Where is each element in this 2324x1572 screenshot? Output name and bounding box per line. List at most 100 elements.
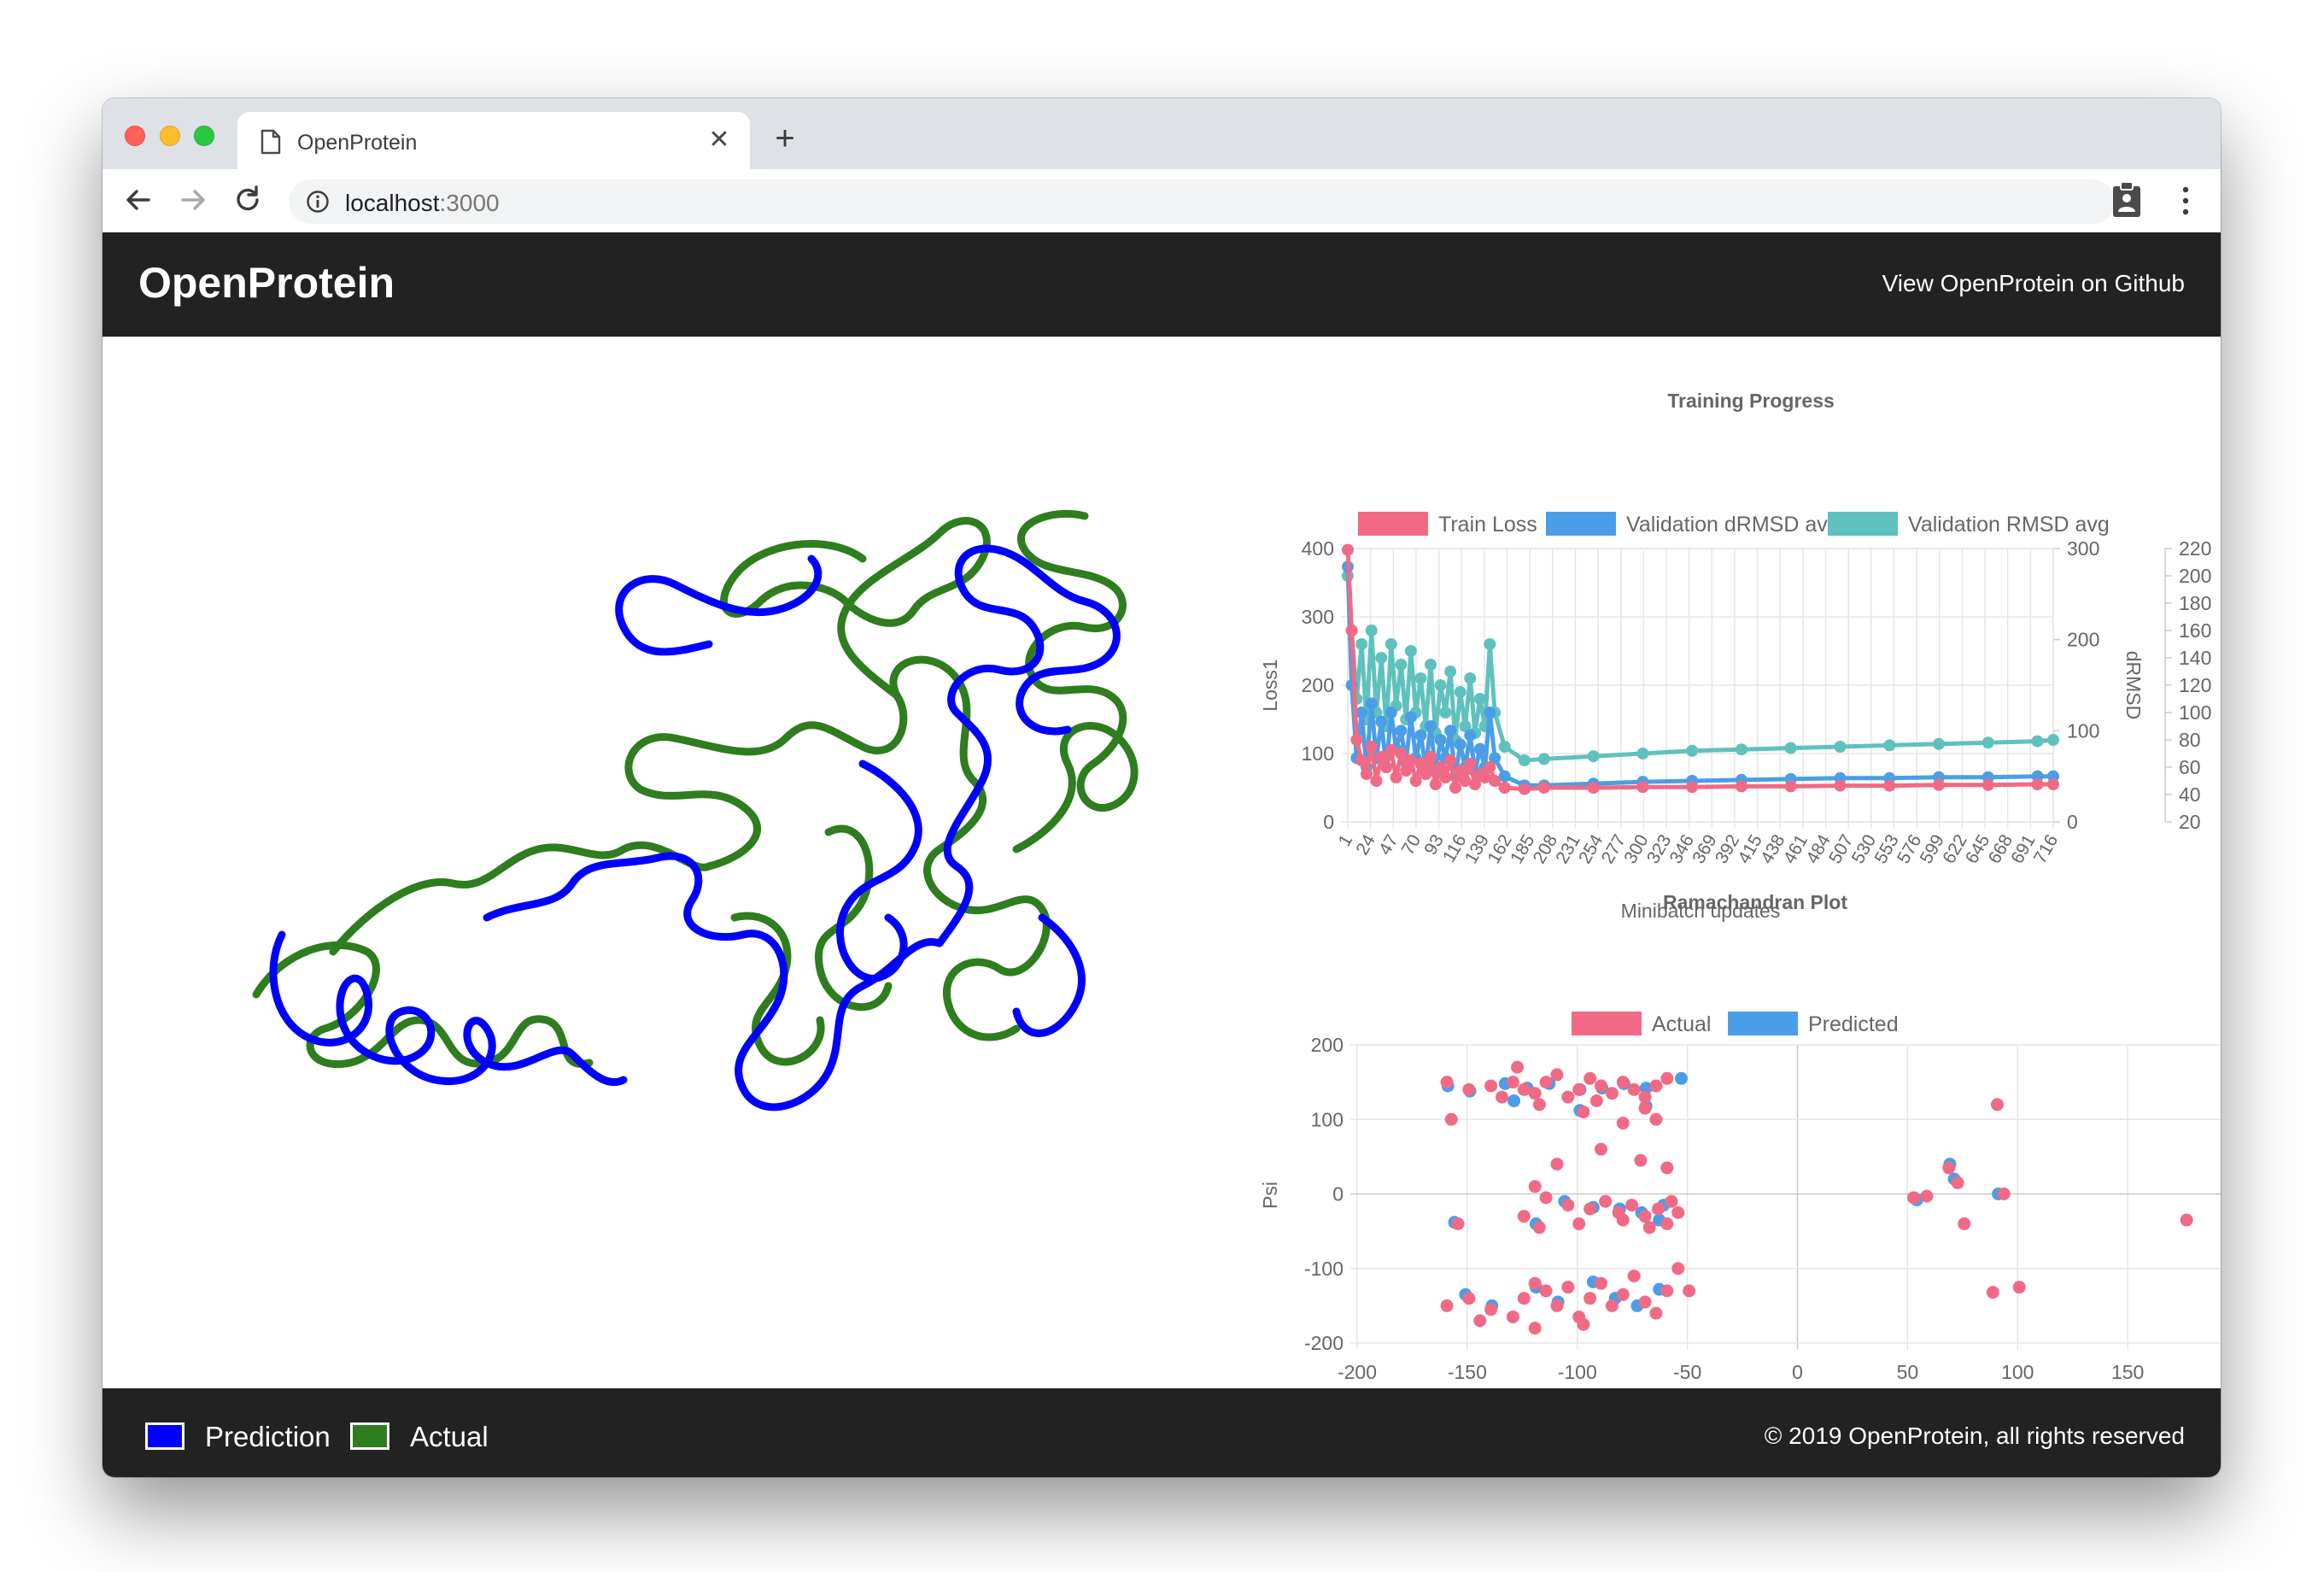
data-point: [1375, 751, 1388, 763]
actual-point: [1642, 1221, 1656, 1235]
drmsd-tick-label: 200: [2067, 629, 2099, 651]
data-point: [1342, 543, 1354, 556]
data-point: [1454, 686, 1466, 698]
rmsd-tick-label: 120: [2179, 674, 2211, 696]
data-point: [1484, 707, 1496, 719]
data-point: [1355, 707, 1368, 719]
kebab-menu-icon[interactable]: [2180, 185, 2192, 217]
actual-point: [1997, 1188, 2011, 1200]
actual-point: [1683, 1284, 1696, 1298]
actual-point: [1484, 1303, 1498, 1317]
actual-point: [1660, 1161, 1674, 1175]
data-point: [1784, 742, 1797, 754]
phi-tick-label: 100: [2001, 1361, 2034, 1383]
x-tick-label: 70: [1398, 831, 1425, 859]
actual-point: [1539, 1284, 1553, 1298]
actual-point: [1528, 1322, 1542, 1335]
data-point: [1380, 761, 1393, 773]
data-point: [1434, 734, 1447, 746]
actual-point: [1605, 1087, 1619, 1100]
data-point: [1982, 778, 1994, 791]
close-tab-icon[interactable]: ✕: [708, 126, 730, 154]
actual-point: [1517, 1210, 1531, 1223]
psi-tick-label: -200: [1304, 1332, 1343, 1354]
data-point: [1425, 751, 1437, 763]
actual-point: [2012, 1281, 2026, 1294]
data-point: [1414, 672, 1427, 684]
actual-point: [1577, 1106, 1590, 1119]
actual-point: [1907, 1191, 1921, 1205]
close-window-button[interactable]: [125, 126, 145, 146]
ramachandran-points: [1440, 1060, 2193, 1335]
legend-swatch: [1828, 512, 1898, 536]
data-point: [1537, 753, 1550, 765]
actual-point: [1652, 1202, 1665, 1216]
reload-icon[interactable]: [231, 183, 265, 217]
data-point: [1518, 754, 1531, 766]
data-point: [1444, 754, 1457, 766]
legend-label: Actual: [1652, 1012, 1711, 1036]
data-point: [1439, 707, 1452, 719]
address-bar[interactable]: localhost:3000: [289, 179, 2115, 224]
brand-logo[interactable]: OpenProtein: [138, 259, 395, 307]
data-point: [1404, 711, 1417, 724]
drmsd-tick-label: 100: [2067, 719, 2099, 742]
legend-label: Validation dRMSD avg: [1626, 513, 1840, 537]
loss-tick-label: 200: [1302, 674, 1334, 696]
data-point: [1434, 679, 1447, 691]
data-point: [1395, 659, 1408, 671]
info-icon[interactable]: [306, 190, 330, 214]
forward-arrow-icon[interactable]: [176, 183, 210, 217]
data-point: [1473, 693, 1486, 705]
tab-openprotein[interactable]: OpenProtein ✕: [237, 112, 750, 169]
browser-toolbar: localhost:3000: [102, 169, 2221, 233]
data-point: [1355, 638, 1368, 650]
data-point: [1345, 625, 1358, 636]
data-point: [1365, 697, 1378, 710]
actual-point: [1451, 1217, 1465, 1230]
actual-point: [1616, 1076, 1630, 1089]
data-point: [1375, 715, 1388, 728]
data-point: [1735, 743, 1747, 756]
data-point: [1449, 782, 1461, 794]
data-point: [1784, 780, 1797, 793]
data-point: [2047, 734, 2059, 746]
psi-tick-label: 200: [1311, 1034, 1343, 1056]
back-arrow-icon[interactable]: [121, 183, 155, 217]
phi-tick-label: -200: [1338, 1361, 1377, 1383]
legend-label: Validation RMSD avg: [1908, 513, 2110, 537]
actual-point: [1599, 1194, 1613, 1208]
actual-point: [1627, 1269, 1641, 1282]
data-point: [1404, 754, 1417, 766]
actual-point: [1532, 1098, 1546, 1112]
actual-point: [1511, 1060, 1525, 1074]
data-point: [1429, 778, 1442, 790]
data-point: [1686, 744, 1699, 757]
legend-swatch: [1546, 512, 1616, 536]
phi-tick-label: 150: [2111, 1361, 2144, 1383]
protein-3d-viewer[interactable]: [231, 507, 1204, 1208]
github-link[interactable]: View OpenProtein on Github: [1882, 270, 2185, 296]
document-icon: [260, 129, 281, 155]
legend-swatch: [1728, 1012, 1798, 1035]
data-point: [1384, 744, 1397, 756]
data-point: [1414, 758, 1427, 770]
minimize-window-button[interactable]: [160, 126, 180, 146]
drmsd-tick-label: 300: [2067, 537, 2099, 560]
clipboard-extension-icon[interactable]: [2111, 181, 2142, 219]
new-tab-button[interactable]: +: [775, 120, 795, 157]
data-point: [1365, 625, 1378, 636]
app-header: OpenProtein View OpenProtein on Github: [102, 232, 2221, 337]
zoom-window-button[interactable]: [194, 126, 214, 146]
training-x-axis-label: Minibatch updates: [1621, 900, 1781, 922]
data-point: [2031, 778, 2044, 790]
actual-point: [1539, 1076, 1553, 1089]
actual-point: [1942, 1161, 1956, 1175]
data-point: [1360, 768, 1373, 780]
actual-point: [1638, 1295, 1652, 1309]
actual-point: [1634, 1153, 1648, 1167]
data-point: [1982, 736, 1994, 749]
data-point: [1883, 779, 1896, 792]
